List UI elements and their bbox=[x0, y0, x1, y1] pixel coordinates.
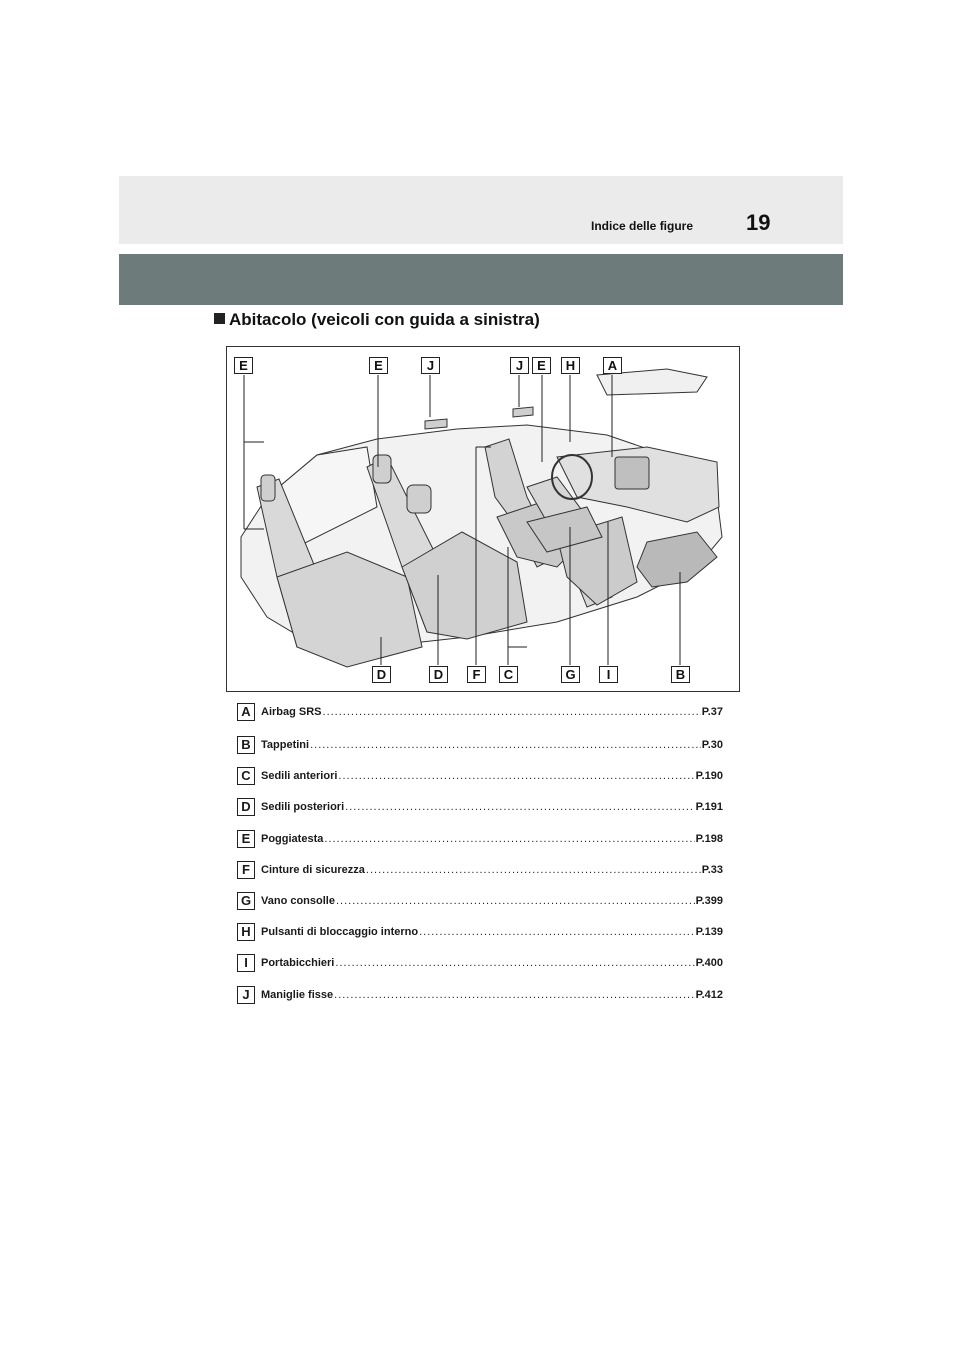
callout-top-3: J bbox=[421, 357, 440, 374]
header-title: Indice delle figure bbox=[591, 219, 694, 233]
legend-item[interactable]: A Airbag SRS P.37 bbox=[237, 703, 723, 722]
legend-item[interactable]: D Sedili posteriori P.191 bbox=[237, 798, 723, 817]
legend-label: Portabicchieri bbox=[261, 957, 335, 969]
leader-dots bbox=[310, 739, 701, 751]
legend-label: Vano consolle bbox=[261, 895, 335, 907]
floor-mat bbox=[636, 531, 718, 588]
legend-item[interactable]: H Pulsanti di bloccaggio interno P.139 bbox=[237, 923, 723, 942]
page-reference-link[interactable]: P.37 bbox=[701, 706, 723, 718]
callout-top-7: A bbox=[603, 357, 622, 374]
legend-item[interactable]: F Cinture di sicurezza P.33 bbox=[237, 861, 723, 880]
callout-bottom-7: B bbox=[671, 666, 690, 683]
page-reference-link[interactable]: P.139 bbox=[695, 926, 723, 938]
legend-letter: I bbox=[237, 954, 255, 972]
callout-top-1: E bbox=[234, 357, 253, 374]
legend-label: Maniglie fisse bbox=[261, 989, 334, 1001]
legend-item[interactable]: B Tappetini P.30 bbox=[237, 736, 723, 755]
callout-top-4: J bbox=[510, 357, 529, 374]
section-title: Abitacolo (veicoli con guida a sinistra) bbox=[214, 310, 540, 330]
leader-dots bbox=[323, 706, 701, 718]
leader-dots bbox=[335, 957, 694, 969]
legend-letter: E bbox=[237, 830, 255, 848]
legend-item[interactable]: J Maniglie fisse P.412 bbox=[237, 986, 723, 1005]
callout-bottom-5: G bbox=[561, 666, 580, 683]
header-band bbox=[119, 176, 843, 244]
leader-dots bbox=[324, 833, 694, 845]
leader-dots bbox=[366, 864, 701, 876]
legend-item[interactable]: C Sedili anteriori P.190 bbox=[237, 767, 723, 786]
grab-handle-2 bbox=[512, 406, 534, 418]
square-bullet-icon bbox=[214, 313, 225, 324]
legend-letter: G bbox=[237, 892, 255, 910]
callout-top-5: E bbox=[532, 357, 551, 374]
page-reference-link[interactable]: P.399 bbox=[695, 895, 723, 907]
section-band bbox=[119, 254, 843, 305]
page-reference-link[interactable]: P.412 bbox=[695, 989, 723, 1001]
legend-label: Tappetini bbox=[261, 739, 310, 751]
legend-letter: H bbox=[237, 923, 255, 941]
legend-letter: F bbox=[237, 861, 255, 879]
callout-bottom-2: D bbox=[429, 666, 448, 683]
page-reference-link[interactable]: P.33 bbox=[701, 864, 723, 876]
page-reference-link[interactable]: P.400 bbox=[695, 957, 723, 969]
section-title-text: Abitacolo (veicoli con guida a sinistra) bbox=[229, 310, 540, 329]
legend-label: Cinture di sicurezza bbox=[261, 864, 365, 876]
leader-dots bbox=[336, 895, 695, 907]
legend-label: Poggiatesta bbox=[261, 833, 324, 845]
center-console bbox=[526, 506, 603, 553]
callout-bottom-6: I bbox=[599, 666, 618, 683]
legend-letter: J bbox=[237, 986, 255, 1004]
callout-top-2: E bbox=[369, 357, 388, 374]
legend-letter: A bbox=[237, 703, 255, 721]
leader-dots bbox=[419, 926, 695, 938]
page-reference-link[interactable]: P.198 bbox=[695, 833, 723, 845]
steering-wheel bbox=[551, 454, 593, 500]
rear-seat-right-cushion bbox=[401, 531, 528, 640]
leader-c bbox=[507, 547, 527, 665]
leader-dots bbox=[345, 801, 695, 813]
rear-seat-left-cushion bbox=[276, 551, 423, 668]
callout-bottom-4: C bbox=[499, 666, 518, 683]
leader-f bbox=[475, 446, 491, 665]
interior-figure: E E J J E H A D D F C G I B bbox=[226, 346, 740, 692]
legend-label: Airbag SRS bbox=[261, 706, 322, 718]
legend-letter: B bbox=[237, 736, 255, 754]
page-number: 19 bbox=[746, 210, 771, 235]
legend-item[interactable]: E Poggiatesta P.198 bbox=[237, 830, 723, 849]
legend-label: Sedili posteriori bbox=[261, 801, 345, 813]
cabin-illustration bbox=[240, 368, 723, 668]
callout-bottom-3: F bbox=[467, 666, 486, 683]
legend-label: Sedili anteriori bbox=[261, 770, 338, 782]
leader-dots bbox=[338, 770, 694, 782]
legend-label: Pulsanti di bloccaggio interno bbox=[261, 926, 419, 938]
sun-visor bbox=[596, 368, 708, 396]
callout-top-6: H bbox=[561, 357, 580, 374]
grab-handle-1 bbox=[424, 418, 448, 430]
legend-letter: D bbox=[237, 798, 255, 816]
leader-e-1 bbox=[243, 375, 264, 530]
center-screen bbox=[614, 456, 650, 490]
legend-item[interactable]: G Vano consolle P.399 bbox=[237, 892, 723, 911]
rear-headrest-1 bbox=[260, 474, 276, 502]
rear-headrest-3 bbox=[406, 484, 432, 514]
callout-bottom-1: D bbox=[372, 666, 391, 683]
page-reference-link[interactable]: P.190 bbox=[695, 770, 723, 782]
legend-item[interactable]: I Portabicchieri P.400 bbox=[237, 954, 723, 973]
rear-headrest-2 bbox=[372, 454, 392, 484]
page-reference-link[interactable]: P.191 bbox=[695, 801, 723, 813]
page-reference-link[interactable]: P.30 bbox=[701, 739, 723, 751]
legend-letter: C bbox=[237, 767, 255, 785]
leader-dots bbox=[334, 989, 695, 1001]
